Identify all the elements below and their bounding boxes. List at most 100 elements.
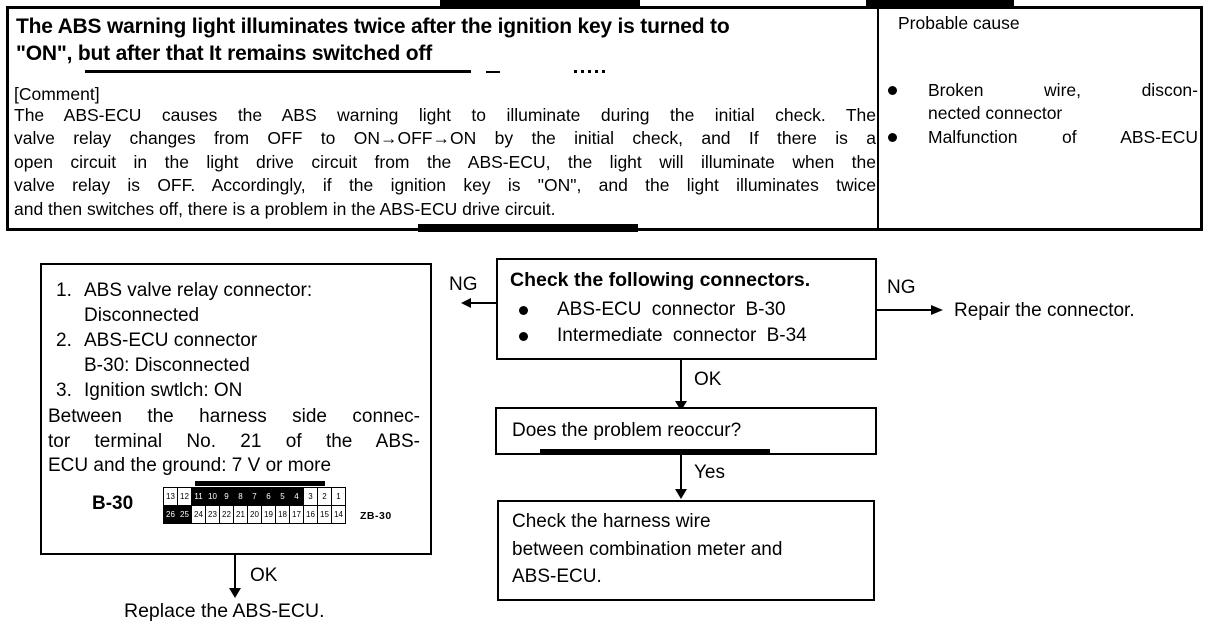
item-number: 2. xyxy=(56,330,72,351)
arrow-down-icon xyxy=(675,401,687,411)
flow-line-ng-left xyxy=(470,302,496,304)
pin-cell-17: 17 xyxy=(290,506,303,523)
check-harness-text: Check the harness wire between combinati… xyxy=(512,508,782,591)
probable-cause-text: Malfunction of ABS-ECU xyxy=(928,126,1198,147)
page-title: The ABS warning light illuminates twice … xyxy=(16,13,882,67)
bullet-icon xyxy=(888,86,897,95)
check-connectors-bullet: ABS-ECU connector B-30 xyxy=(557,299,786,320)
scan-artifact xyxy=(418,224,638,232)
arrow-right-icon xyxy=(931,305,943,315)
pin-cell-12: 12 xyxy=(178,488,191,505)
pin-cell-9: 9 xyxy=(220,488,233,505)
pin-cell-26: 26 xyxy=(164,506,177,523)
arrow-down-icon xyxy=(675,489,687,499)
measure-line: ECU and the ground: 7 V or more xyxy=(48,455,332,476)
probable-cause-label: Probable cause xyxy=(898,13,1020,33)
scan-artifact xyxy=(195,481,325,486)
precheck-item-text: ABS valve relay connector: xyxy=(84,280,313,301)
check-connectors-box xyxy=(496,258,877,360)
pin-cell-25: 25 xyxy=(178,506,191,523)
measure-line: tor terminal No. 21 of the ABS- xyxy=(48,430,420,452)
comment-line: and then switches off, there is a proble… xyxy=(14,198,556,219)
scan-artifact xyxy=(440,0,640,8)
problem-reoccur-box xyxy=(495,407,877,455)
ok-label-left: OK xyxy=(250,565,278,586)
arrow-left-icon xyxy=(461,298,471,308)
precheck-item: 2. ABS-ECU connector B-30: Disconnected xyxy=(56,328,418,378)
flow-line-ok-middle xyxy=(680,360,682,404)
probable-cause-list: Broken wire, discon- nected connector Ma… xyxy=(886,79,1198,149)
pin-cell-21: 21 xyxy=(234,506,247,523)
probable-cause-text: nected connector xyxy=(928,103,1063,124)
pin-cell-3: 3 xyxy=(304,488,317,505)
pin-cell-5: 5 xyxy=(276,488,289,505)
ok-label-middle: OK xyxy=(694,369,722,390)
pin-cell-23: 23 xyxy=(206,506,219,523)
title-underline-dash xyxy=(486,71,500,73)
pin-cell-16: 16 xyxy=(304,506,317,523)
pin-cell-6: 6 xyxy=(262,488,275,505)
precheck-list: 1. ABS valve relay connector: Disconnect… xyxy=(56,278,418,403)
pin-cell-18: 18 xyxy=(276,506,289,523)
precheck-item: 3. Ignition swtlch: ON xyxy=(56,378,418,403)
precheck-item-text: B-30: Disconnected xyxy=(84,355,250,376)
pin-cell-11: 11 xyxy=(192,488,205,505)
flow-line-ok-left xyxy=(234,555,236,591)
check-connectors-bullet: Intermediate connector B-34 xyxy=(557,325,807,346)
pin-cell-2: 2 xyxy=(318,488,331,505)
measure-line: Between the harness side connec- xyxy=(48,406,420,427)
probable-cause-item: Broken wire, discon- nected connector xyxy=(886,79,1198,126)
bullet-icon xyxy=(519,332,528,341)
replace-ecu-text: Replace the ABS-ECU. xyxy=(124,600,325,622)
connector-figure-tag: ZB-30 xyxy=(360,510,392,522)
pin-cell-4: 4 xyxy=(290,488,303,505)
pin-cell-10: 10 xyxy=(206,488,219,505)
pin-cell-1: 1 xyxy=(332,488,345,505)
precheck-item-text: Disconnected xyxy=(84,305,200,326)
comment-line: valve relay is OFF. Accordingly, if the … xyxy=(14,175,876,196)
flow-line-yes xyxy=(680,455,682,493)
item-number: 3. xyxy=(56,380,72,401)
check-harness-box xyxy=(497,500,875,601)
ng-label-left: NG xyxy=(449,274,478,295)
harness-line: between combination meter and xyxy=(512,538,783,560)
item-number: 1. xyxy=(56,280,72,301)
pin-cell-19: 19 xyxy=(262,506,275,523)
title-underline-dots xyxy=(574,70,608,73)
voltage-measure-text: Between the harness side connec- tor ter… xyxy=(48,405,420,479)
probable-cause-text: Broken wire, discon- xyxy=(928,80,1198,100)
comment-line: valve relay changes from OFF to ON→OFF→O… xyxy=(14,128,876,149)
bullet-icon xyxy=(888,132,897,142)
scan-artifact xyxy=(866,0,1014,7)
pin-cell-15: 15 xyxy=(318,506,331,523)
flow-line-ng-right xyxy=(877,309,933,311)
probable-cause-item: Malfunction of ABS-ECU xyxy=(886,126,1198,149)
bullet-icon xyxy=(519,306,528,315)
pin-cell-20: 20 xyxy=(248,506,261,523)
comment-label: [Comment] xyxy=(14,84,100,104)
pin-cell-8: 8 xyxy=(234,488,247,505)
repair-connector-text: Repair the connector. xyxy=(954,300,1135,321)
precheck-item-text: ABS-ECU connector xyxy=(84,330,258,351)
page-title-line1: The ABS warning light illuminates twice … xyxy=(16,15,730,38)
comment-line: open circuit in the light drive circuit … xyxy=(14,151,876,172)
ng-label-right: NG xyxy=(887,277,916,298)
arrow-down-icon xyxy=(229,588,241,598)
pin-cell-7: 7 xyxy=(248,488,261,505)
problem-reoccur-text: Does the problem reoccur? xyxy=(512,420,742,441)
harness-line: ABS-ECU. xyxy=(512,566,602,587)
connector-b30-label: B-30 xyxy=(92,493,134,514)
yes-label: Yes xyxy=(694,462,725,483)
precheck-item: 1. ABS valve relay connector: Disconnect… xyxy=(56,278,418,328)
comment-line: The ABS-ECU causes the ABS warning light… xyxy=(14,105,876,125)
header-column-divider xyxy=(877,6,879,231)
pin-cell-14: 14 xyxy=(332,506,345,523)
page-title-line2: "ON", but after that It remains switched… xyxy=(16,42,432,65)
pin-cell-13: 13 xyxy=(164,488,177,505)
comment-paragraph: The ABS-ECU causes the ABS warning light… xyxy=(14,104,876,221)
title-underline xyxy=(85,70,471,73)
pin-cell-22: 22 xyxy=(220,506,233,523)
pin-cell-24: 24 xyxy=(192,506,205,523)
